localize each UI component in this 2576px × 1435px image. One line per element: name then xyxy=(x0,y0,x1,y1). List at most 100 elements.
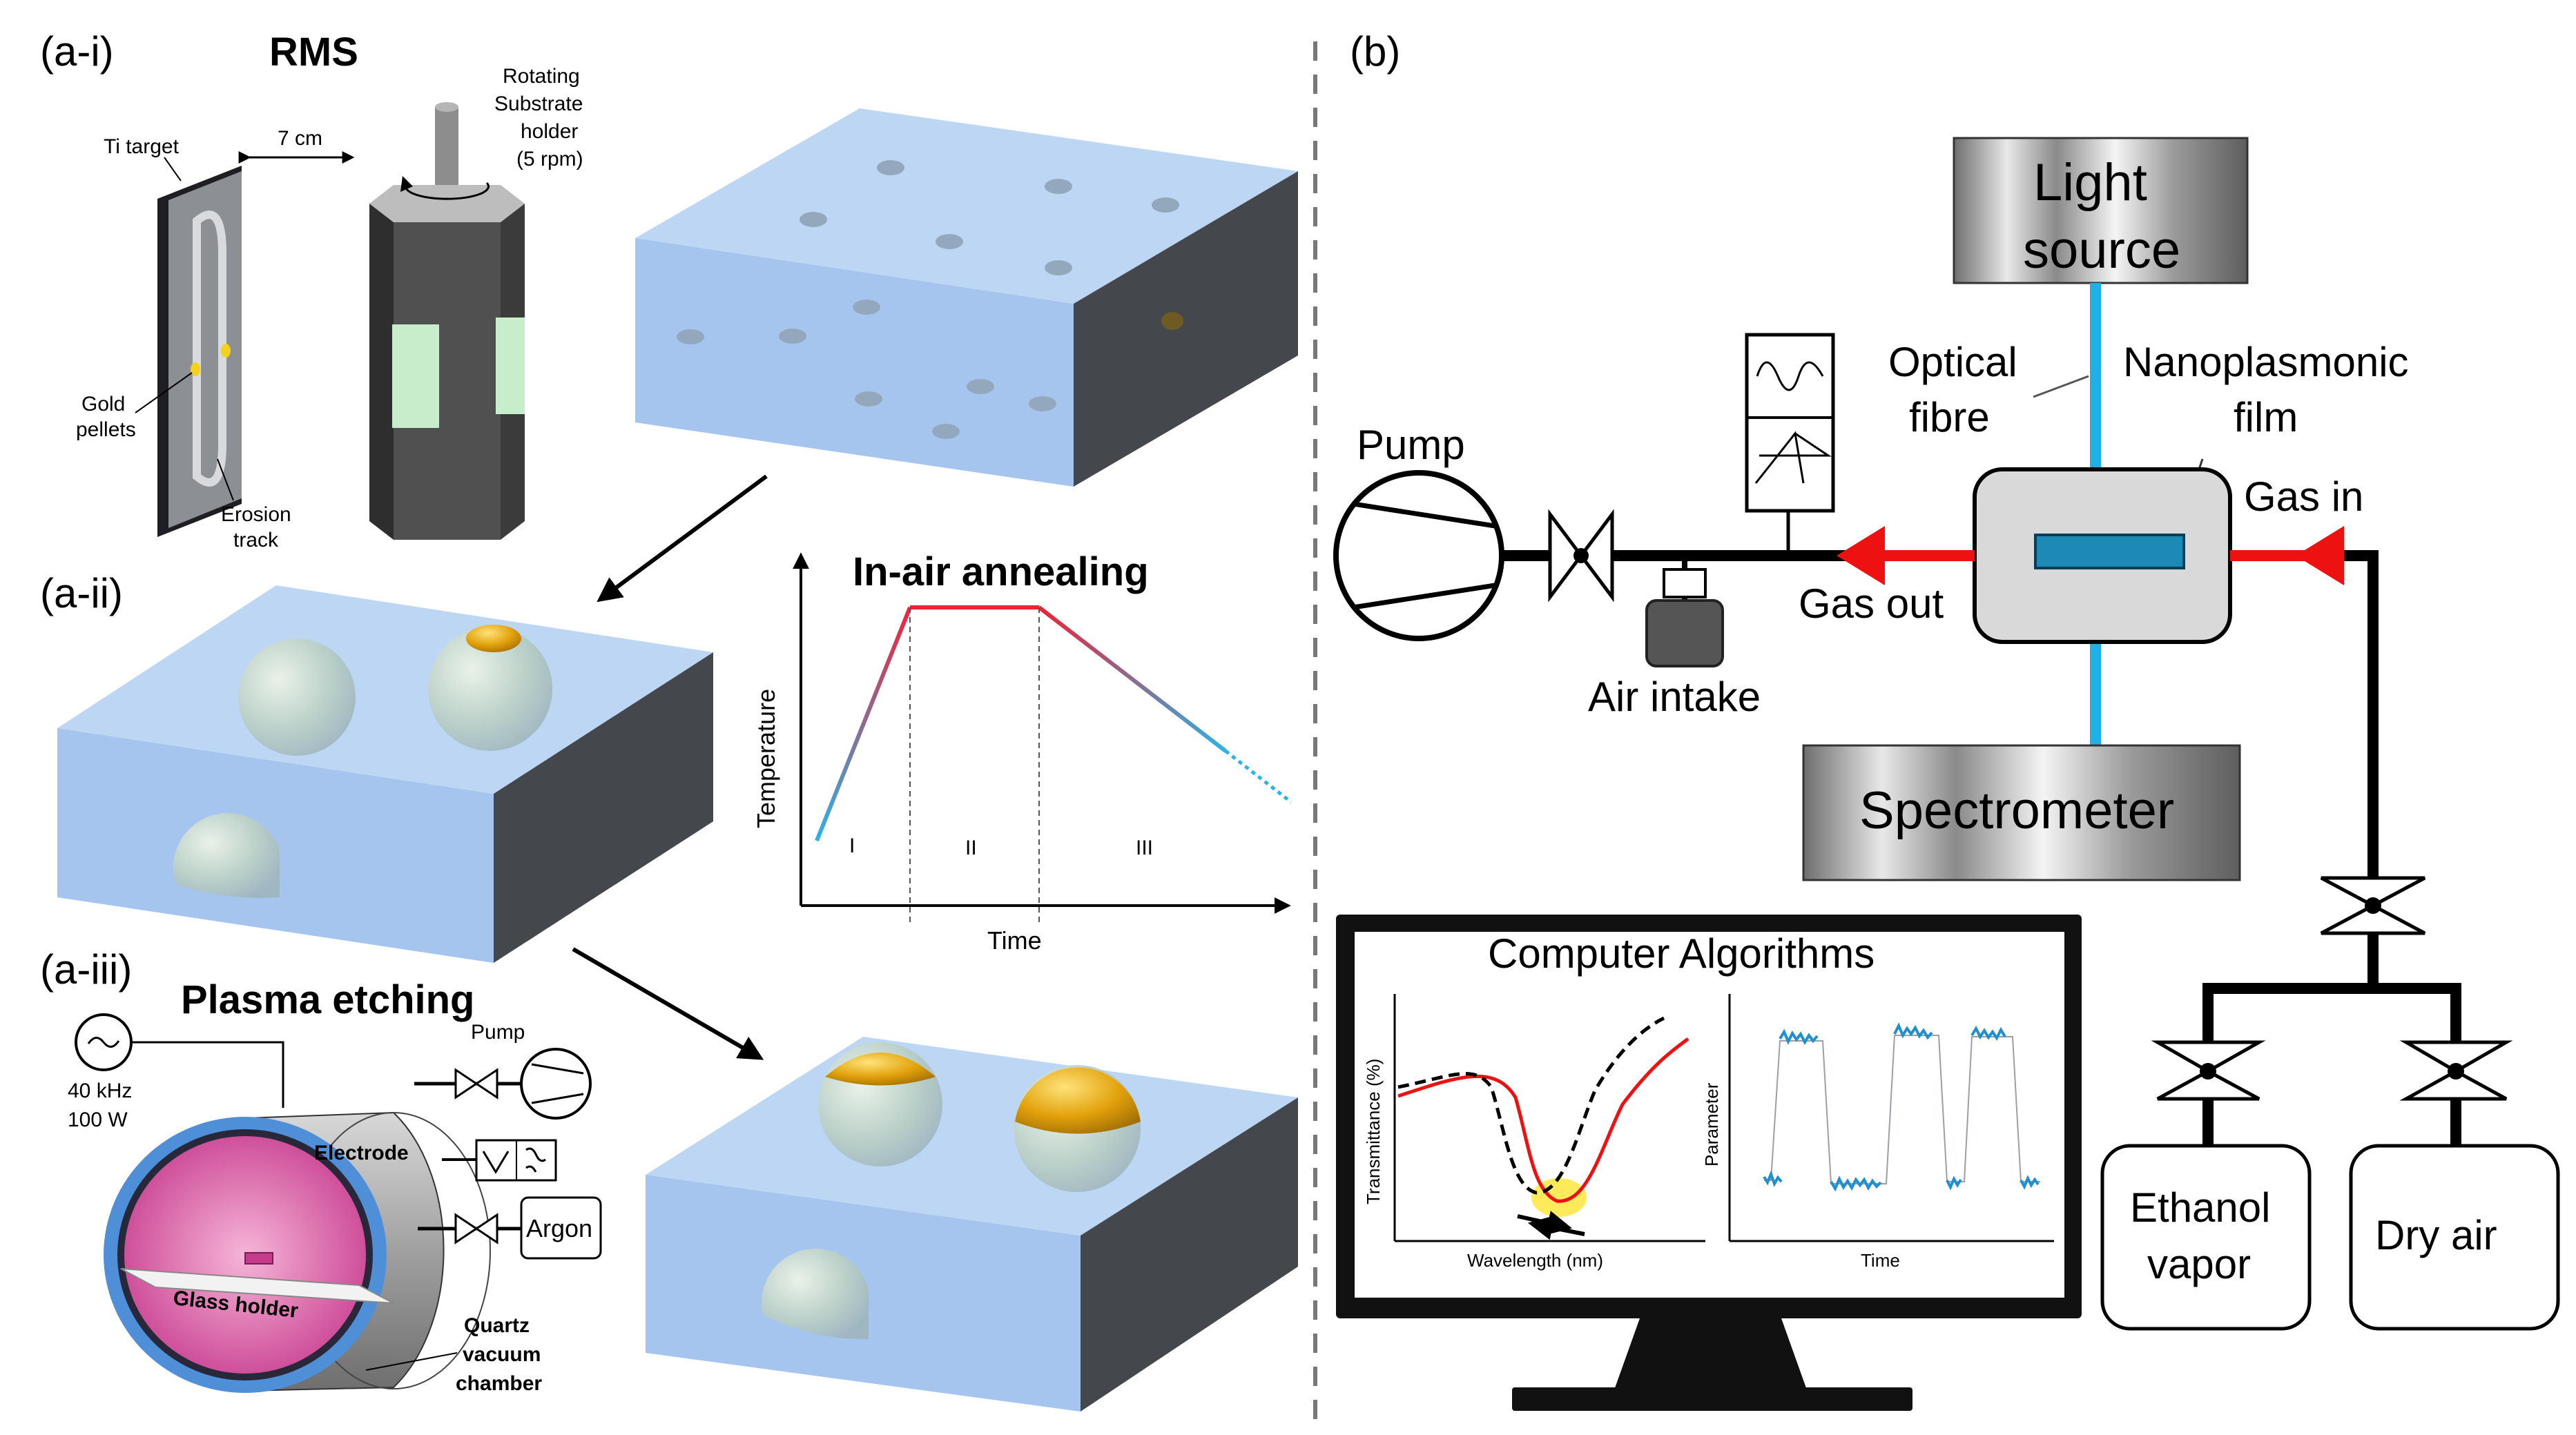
optical-fibre-label-1: Optical xyxy=(1888,339,2017,385)
plasma-title: Plasma etching xyxy=(181,977,474,1022)
quartz-label-2: vacuum xyxy=(463,1343,541,1366)
gold-pellet-1 xyxy=(191,362,200,376)
rms-title: RMS xyxy=(269,30,358,75)
ti-target xyxy=(157,166,242,537)
panel-label-a-iii: (a-iii) xyxy=(40,946,132,993)
spectrometer-box xyxy=(1802,744,2241,881)
arrow-rms-to-annealing xyxy=(597,474,768,603)
gauge-triangle-icon xyxy=(482,1151,510,1174)
distance-label: 7 cm xyxy=(278,127,322,150)
cooling-ramp xyxy=(1038,605,1227,753)
rf-power: 100 W xyxy=(68,1109,128,1131)
cooling-tail xyxy=(1224,750,1292,803)
rf-wire xyxy=(131,1041,284,1108)
optical-fibre-label-2: fibre xyxy=(1909,394,1990,440)
stage-3-label: III xyxy=(1136,837,1153,859)
block-annealed xyxy=(57,585,713,963)
erosion-label-1: Erosion xyxy=(221,503,291,526)
panel-label-a-i: (a-i) xyxy=(40,28,114,75)
gold-cap-2 xyxy=(1015,1067,1141,1134)
pump-b-label: Pump xyxy=(1357,422,1465,468)
monitor-base xyxy=(1512,1387,1912,1411)
block-etched xyxy=(646,1037,1298,1412)
sensor-amplifier-icon xyxy=(1754,431,1832,484)
ethanol-tank xyxy=(2100,1144,2312,1331)
arrow-annealing-to-etching xyxy=(572,947,764,1060)
erosion-pointer xyxy=(217,458,234,501)
annealing-chart: In-air annealing I II III Temperature Ti… xyxy=(752,549,1292,955)
block-as-deposited xyxy=(635,108,1298,487)
gold-cap-small xyxy=(466,625,521,652)
quartz-label-3: chamber xyxy=(456,1372,542,1395)
argon-label: Argon xyxy=(526,1214,592,1242)
argon-valve-icon xyxy=(454,1213,478,1244)
holder-label-4: (5 rpm) xyxy=(516,148,583,170)
electrode-label: Electrode xyxy=(314,1142,409,1164)
plasma-chamber: 40 kHz 100 W Glass holder Electrode Quar… xyxy=(68,1013,602,1395)
gold-label-2: pellets xyxy=(76,418,136,441)
film-label-2: film xyxy=(2234,394,2298,440)
plot2-x-label: Time xyxy=(1861,1250,1900,1271)
rf-frequency: 40 kHz xyxy=(68,1080,132,1102)
substrate-window-2 xyxy=(496,318,525,414)
shift-arrow-left xyxy=(1527,1215,1585,1240)
nanoparticle-sphere-2 xyxy=(428,627,552,751)
substrate-window-1 xyxy=(392,324,439,428)
holder-label-2: Substrate xyxy=(494,92,583,115)
heating-ramp xyxy=(815,606,912,842)
plot2-noisy-trace xyxy=(1763,1022,2040,1192)
monitor-stand xyxy=(1612,1318,1809,1396)
annealing-title: In-air annealing xyxy=(853,549,1149,594)
sensor-wave-icon xyxy=(1756,361,1824,391)
plot2-y-label: Parameter xyxy=(1701,1082,1722,1166)
plot1-highlight xyxy=(1531,1178,1587,1217)
gas-in-arrow xyxy=(2296,526,2344,585)
pump-b: Pump xyxy=(1333,422,1504,641)
nanoplasmonic-film xyxy=(2034,534,2185,569)
pump-b-icon xyxy=(1333,470,1504,641)
gold-pellet-2 xyxy=(221,344,231,358)
plot1-black-curve xyxy=(1397,1016,1665,1195)
annealing-y-label: Temperature xyxy=(752,689,780,828)
substrate-holder xyxy=(369,102,525,540)
plot1-x-label: Wavelength (nm) xyxy=(1467,1250,1603,1271)
computer-title: Computer Algorithms xyxy=(1488,930,1875,977)
fibre-pointer xyxy=(2033,375,2089,398)
computer-monitor: Computer Algorithms Transmittance (%) Wa… xyxy=(1336,915,2082,1411)
dry-air-label: Dry air xyxy=(2375,1212,2497,1258)
dry-air-valve-icon xyxy=(2399,1040,2513,1073)
rotation-arrow xyxy=(405,182,490,200)
panel-label-b: (b) xyxy=(1350,28,1400,75)
ethanol-label-1: Ethanol xyxy=(2130,1184,2271,1231)
glass-holder xyxy=(120,1268,394,1304)
gas-out-arrow xyxy=(1837,526,1885,585)
plot1-red-curve xyxy=(1397,1037,1689,1203)
gauge-wave-icon xyxy=(525,1147,546,1173)
air-intake-filter xyxy=(1645,599,1724,667)
argon-tank xyxy=(520,1196,602,1260)
ethanol-valve-icon xyxy=(2151,1040,2266,1073)
dry-air-tank xyxy=(2349,1144,2560,1331)
light-source-label-1: Light xyxy=(2033,153,2147,212)
air-intake-label: Air intake xyxy=(1588,674,1761,720)
pump-icon xyxy=(520,1048,592,1120)
monitor-screen xyxy=(1355,932,2064,1298)
gas-out-label: Gas out xyxy=(1799,580,1944,627)
quartz-label-1: Quartz xyxy=(464,1314,530,1337)
annealing-x-label: Time xyxy=(987,926,1042,955)
rf-wave-icon xyxy=(87,1037,120,1048)
pump-valve-icon xyxy=(454,1068,478,1100)
ti-target-pointer xyxy=(164,157,182,182)
film-label-1: Nanoplasmonic xyxy=(2123,339,2409,385)
panel-label-a-ii: (a-ii) xyxy=(40,570,123,616)
etched-sphere-3 xyxy=(762,1249,869,1340)
gold-cap-1 xyxy=(825,1053,936,1086)
light-source-label-2: source xyxy=(2023,221,2180,280)
holder-label-3: holder xyxy=(521,120,578,143)
stage-2-label: II xyxy=(965,837,977,859)
ti-target-label: Ti target xyxy=(104,135,180,158)
gold-pointer xyxy=(135,372,193,413)
nanoparticle-sphere-1 xyxy=(238,638,356,756)
sensor-gauge-box xyxy=(1745,333,1835,513)
